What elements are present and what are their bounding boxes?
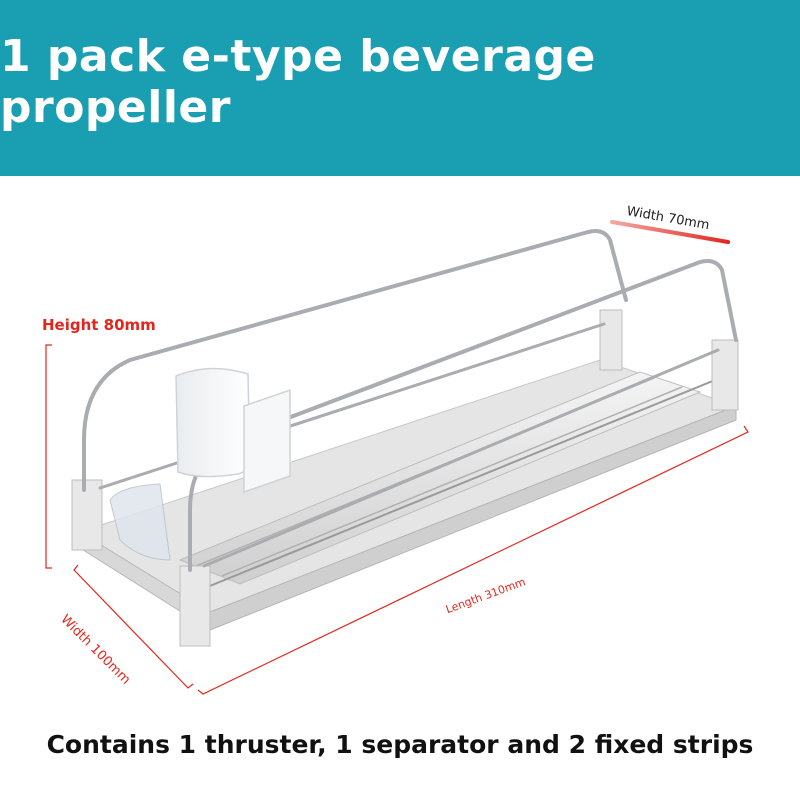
length-dimension-line — [197, 425, 749, 695]
top-width-dimension-line — [610, 220, 730, 244]
banner-title: 1 pack e-type beverage propeller — [0, 31, 596, 133]
height-dimension-line — [45, 344, 52, 569]
thruster-plate — [109, 367, 291, 561]
contents-caption: Contains 1 thruster, 1 separator and 2 f… — [46, 730, 754, 759]
height-label: Height 80mm — [42, 316, 156, 334]
product-illustration — [45, 220, 749, 695]
dimension-lines — [45, 220, 749, 695]
title-banner: 1 pack e-type beverage propeller — [0, 0, 800, 176]
front-width-dimension-line — [73, 564, 194, 689]
